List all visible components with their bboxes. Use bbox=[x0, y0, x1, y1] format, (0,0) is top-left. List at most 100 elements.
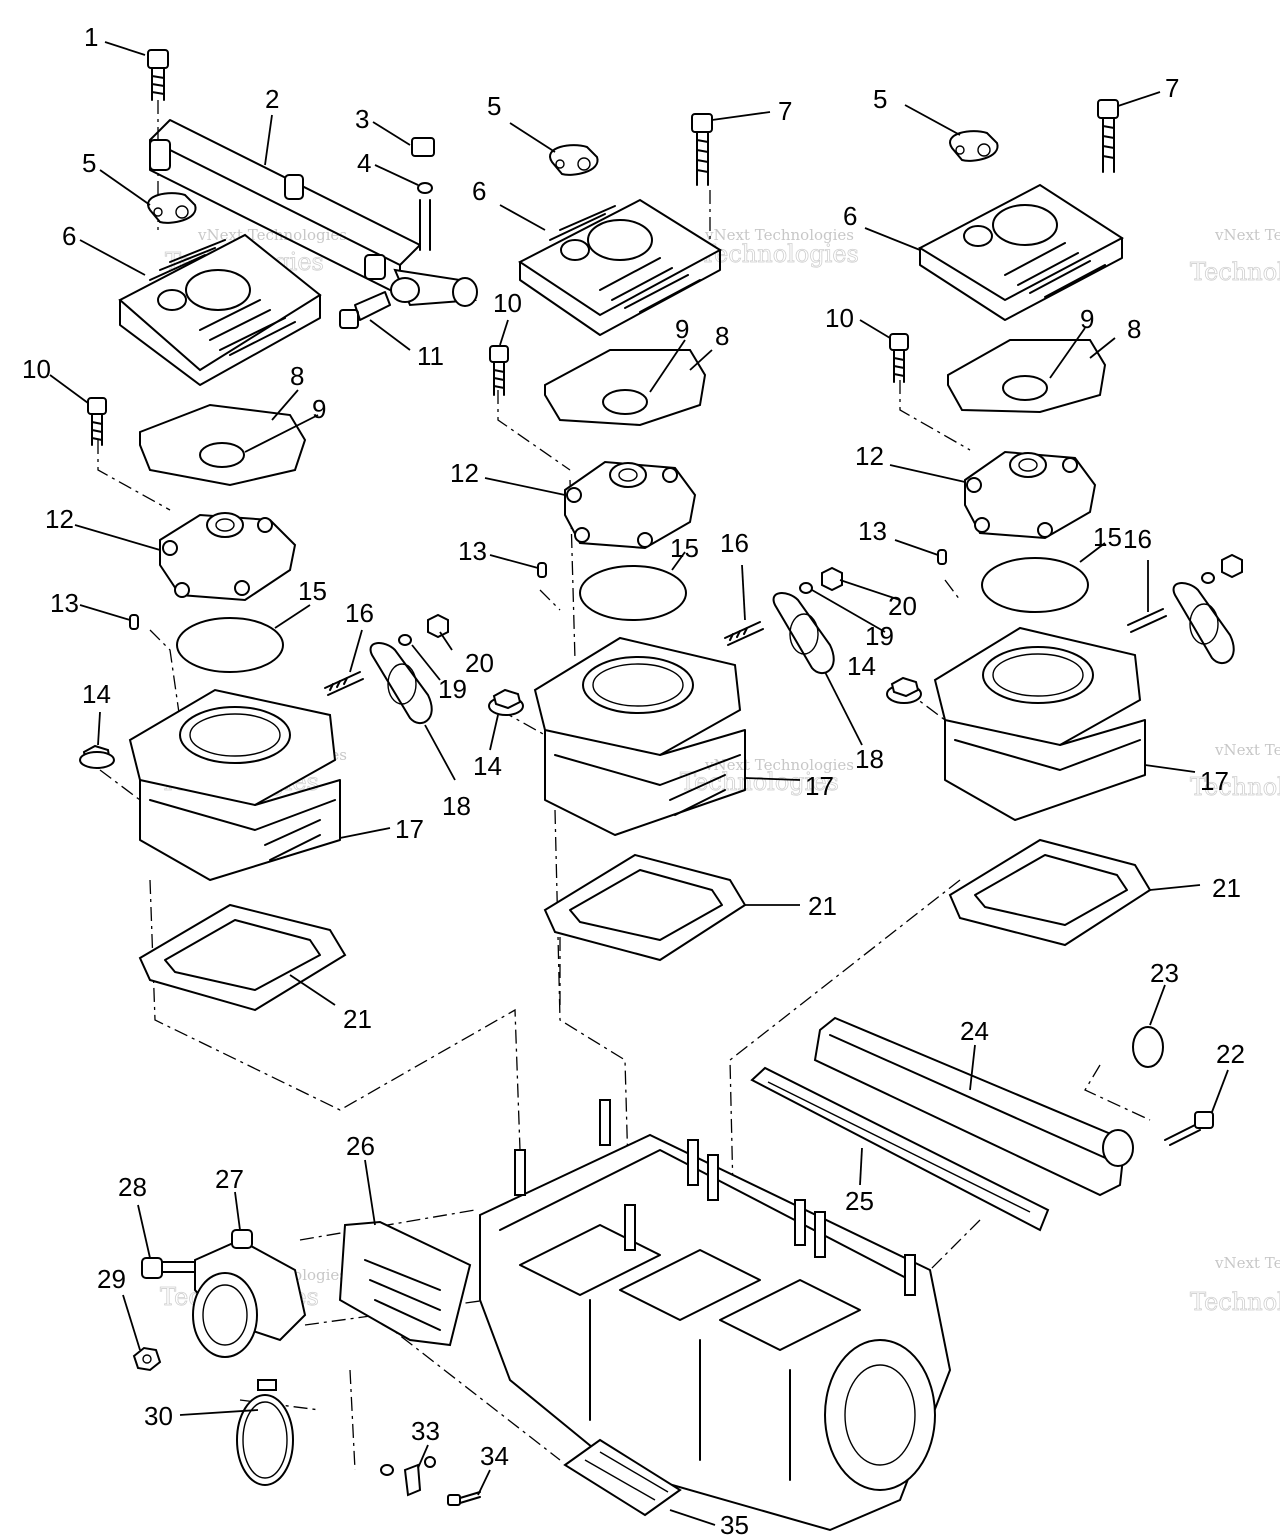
reed-plate-35 bbox=[563, 1438, 682, 1517]
callout-label: 4 bbox=[357, 148, 371, 178]
callout-label: 6 bbox=[843, 201, 857, 231]
bolt-10-center bbox=[489, 345, 509, 396]
callout-label: 18 bbox=[442, 791, 471, 821]
cylinder-17-left bbox=[128, 688, 341, 881]
callout-label: 21 bbox=[343, 1004, 372, 1034]
head-insert-12-right bbox=[964, 450, 1097, 540]
callout-label: 13 bbox=[458, 536, 487, 566]
callout-label: 22 bbox=[1216, 1039, 1245, 1069]
dowel-13-center bbox=[537, 562, 547, 578]
callout-label: 8 bbox=[290, 361, 304, 391]
callout-label: 27 bbox=[215, 1164, 244, 1194]
head-insert-12-center bbox=[564, 460, 697, 550]
callout-label: 14 bbox=[82, 679, 111, 709]
callout-label: 19 bbox=[438, 674, 467, 704]
o-ring-15-left bbox=[176, 617, 284, 673]
gasket-5-left bbox=[147, 192, 197, 224]
gasket-5-center bbox=[549, 144, 599, 176]
callout-label: 28 bbox=[118, 1172, 147, 1202]
callout-label: 9 bbox=[1080, 304, 1094, 334]
exhaust-gasket-18-right bbox=[1172, 582, 1235, 664]
bolt-7-center bbox=[691, 113, 713, 186]
callout-label: 12 bbox=[45, 504, 74, 534]
gasket-8-left bbox=[139, 403, 307, 487]
watermark-text: vNext Technologies bbox=[704, 226, 854, 244]
callout-label: 1 bbox=[84, 22, 98, 52]
watermark-text: vNext Technologies bbox=[1214, 226, 1280, 244]
cylinder-head-cover-6-center bbox=[518, 198, 722, 336]
washer-19-nut-20-center bbox=[799, 566, 843, 594]
callout-label: 7 bbox=[1165, 73, 1179, 103]
fitting-11 bbox=[339, 291, 391, 329]
callout-label: 16 bbox=[1123, 524, 1152, 554]
callout-label: 14 bbox=[847, 651, 876, 681]
nut-14-left bbox=[79, 744, 115, 770]
callout-label: 24 bbox=[960, 1016, 989, 1046]
callout-label: 25 bbox=[845, 1186, 874, 1216]
watermark-text: Technologies bbox=[680, 768, 839, 796]
bolt-1 bbox=[147, 49, 169, 101]
head-insert-12-left bbox=[159, 512, 297, 602]
callout-label: 16 bbox=[345, 598, 374, 628]
o-ring-23 bbox=[1132, 1026, 1164, 1068]
dowel-13-right bbox=[937, 549, 947, 565]
callout-label: 3 bbox=[355, 104, 369, 134]
gasket-5-right bbox=[949, 130, 999, 162]
callout-label: 10 bbox=[493, 288, 522, 318]
callout-label: 2 bbox=[265, 84, 279, 114]
callout-label: 35 bbox=[720, 1510, 749, 1536]
callout-label: 17 bbox=[805, 771, 834, 801]
nut-29 bbox=[132, 1346, 162, 1372]
watermark-text: Technologies bbox=[1190, 1288, 1280, 1316]
callout-label: 6 bbox=[62, 221, 76, 251]
callout-label: 5 bbox=[873, 84, 887, 114]
callout-label: 15 bbox=[1093, 522, 1122, 552]
callout-label: 12 bbox=[450, 458, 479, 488]
cylinder-head-cover-6-left bbox=[118, 233, 322, 386]
crankcase bbox=[479, 1099, 952, 1532]
callout-label: 6 bbox=[472, 176, 486, 206]
screw-34 bbox=[447, 1491, 481, 1506]
gasket-8-right bbox=[947, 339, 1107, 414]
callout-label: 21 bbox=[1212, 873, 1241, 903]
callout-label: 15 bbox=[298, 576, 327, 606]
callout-label: 11 bbox=[417, 341, 444, 371]
base-gasket-21-left bbox=[138, 903, 347, 1012]
bolt-22 bbox=[1164, 1111, 1214, 1146]
cylinder-17-right bbox=[933, 626, 1146, 821]
callout-label: 5 bbox=[82, 148, 96, 178]
callout-label: 19 bbox=[865, 621, 894, 651]
callout-label: 13 bbox=[858, 516, 887, 546]
o-ring-15-right bbox=[981, 557, 1089, 613]
base-gasket-21-right bbox=[948, 838, 1152, 947]
base-gasket-21-center bbox=[543, 853, 747, 962]
callout-label: 30 bbox=[144, 1401, 173, 1431]
callout-label: 33 bbox=[411, 1416, 440, 1446]
cylinder-head-cover-6-right bbox=[917, 183, 1124, 321]
callout-label: 8 bbox=[1127, 314, 1141, 344]
stud-16-center bbox=[724, 621, 764, 646]
dowel-13-left bbox=[129, 614, 139, 630]
callout-label: 16 bbox=[720, 528, 749, 558]
callout-label: 18 bbox=[855, 744, 884, 774]
watermark-text: Technologies bbox=[700, 240, 859, 268]
bolt-10-right bbox=[889, 333, 909, 383]
callout-label: 14 bbox=[473, 751, 502, 781]
callout-label: 21 bbox=[808, 891, 837, 921]
gasket-8-center bbox=[544, 349, 707, 427]
washer-nut-right bbox=[1201, 553, 1243, 584]
callout-label: 20 bbox=[888, 591, 917, 621]
washer-19-nut-20-left bbox=[398, 613, 449, 646]
watermark-text: Technologies bbox=[1190, 258, 1280, 286]
callout-label: 13 bbox=[50, 588, 79, 618]
watermark-text: vNext Technologies bbox=[704, 756, 854, 774]
callout-label: 12 bbox=[855, 441, 884, 471]
watermark-text: vNext Technologies bbox=[1214, 741, 1280, 759]
callout-label: 9 bbox=[675, 314, 689, 344]
bolt-7-right bbox=[1097, 99, 1119, 173]
callout-label: 23 bbox=[1150, 958, 1179, 988]
callout-labels: 1 2 3 4 5 5 5 6 6 6 7 7 8 8 8 9 9 9 10 1… bbox=[22, 22, 1245, 1536]
bolt-28 bbox=[141, 1257, 196, 1279]
